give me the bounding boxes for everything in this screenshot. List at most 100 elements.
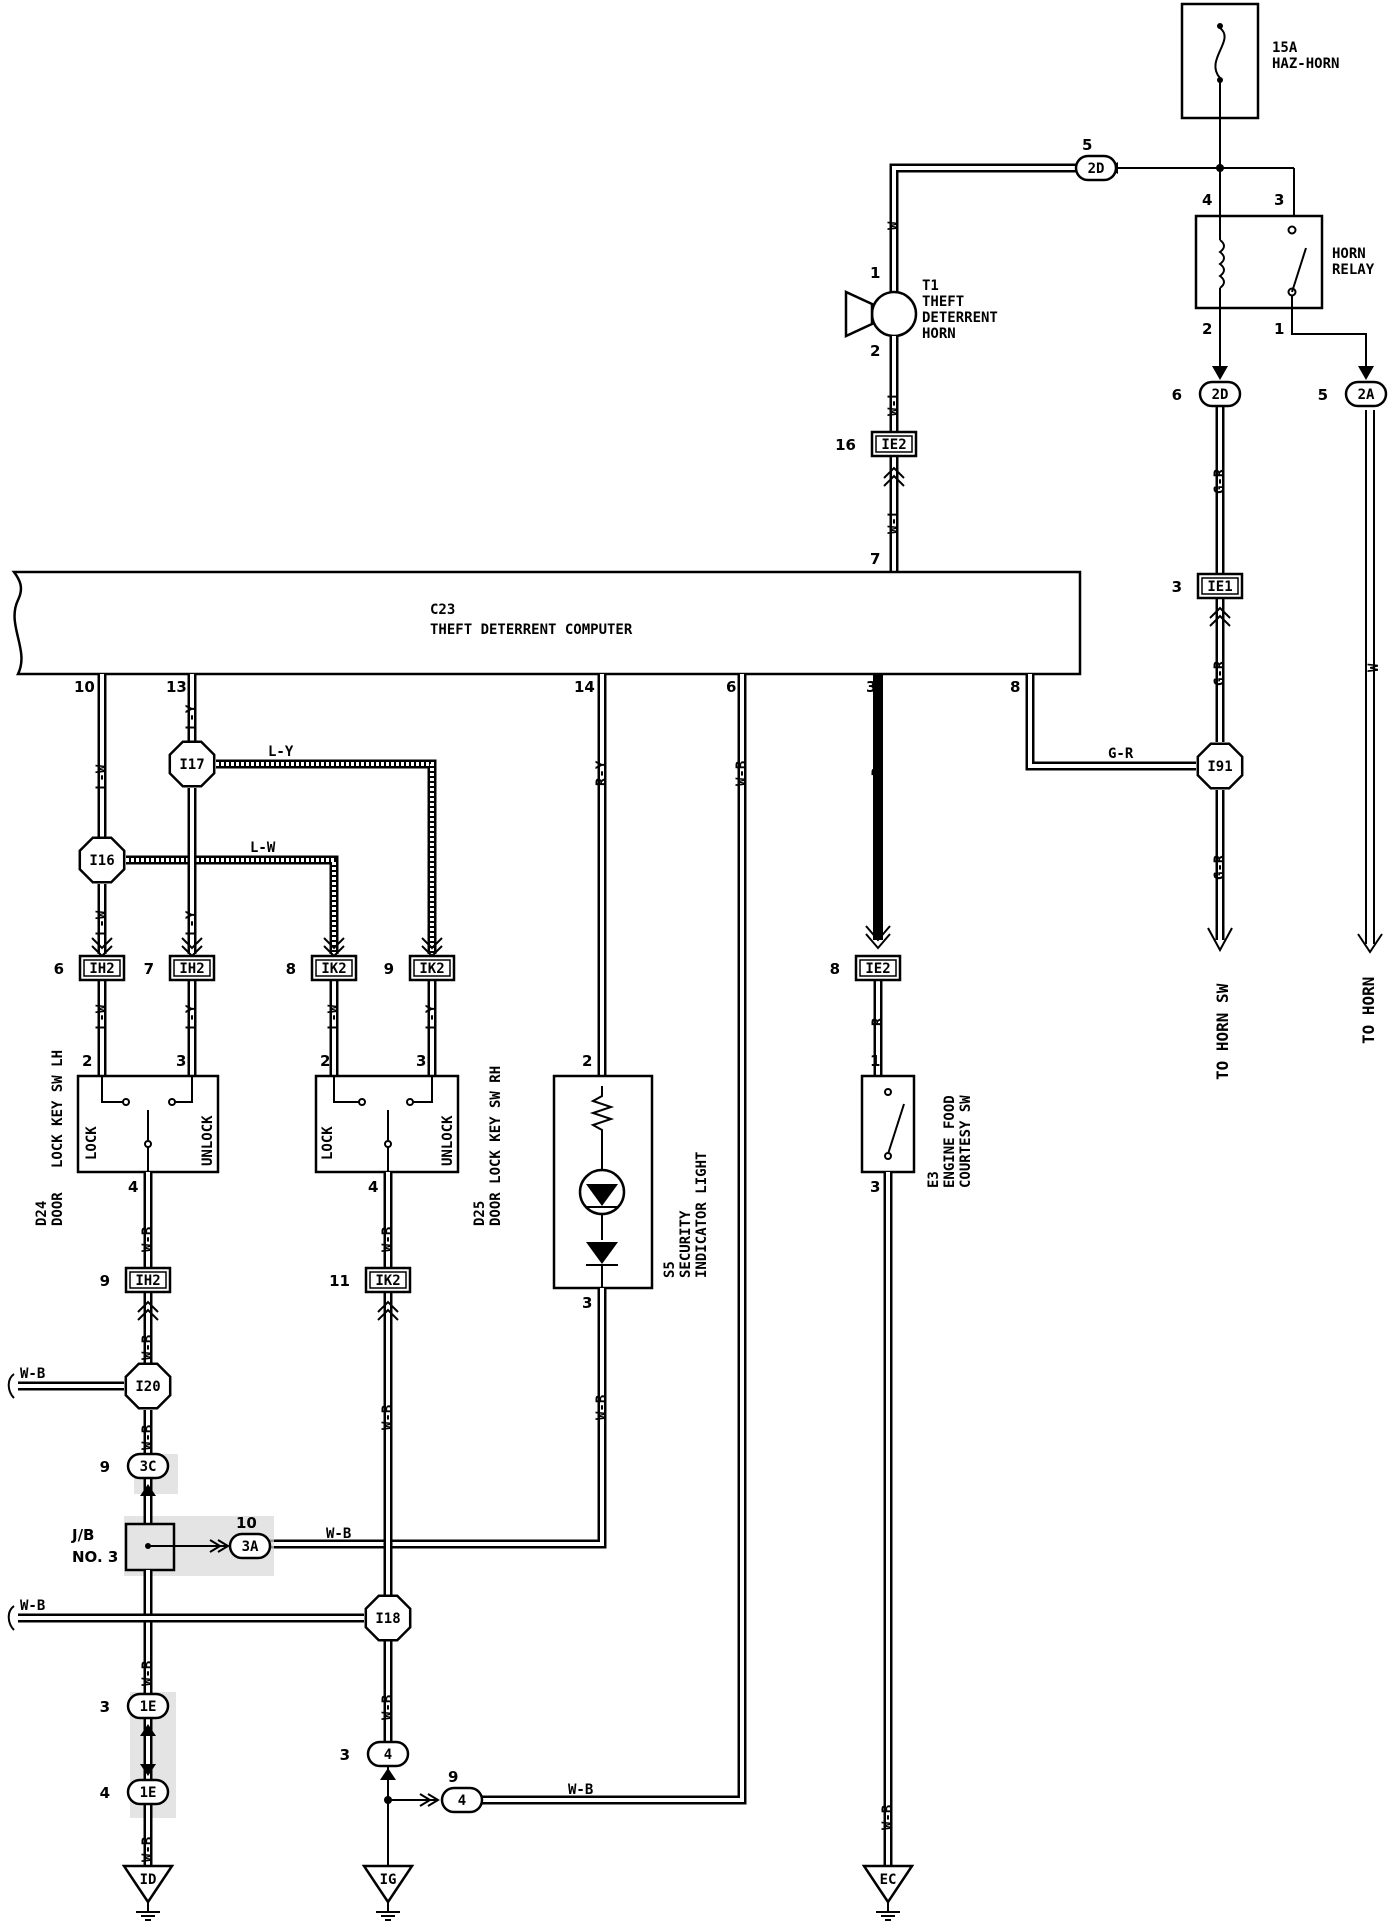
connector-ih2-9: IH2 9 xyxy=(100,1266,172,1294)
junction-label: I20 xyxy=(135,1379,160,1395)
connector-label: 2A xyxy=(1358,387,1375,403)
wire-color-label: L-W xyxy=(326,1004,342,1030)
connector-label: 2D xyxy=(1088,161,1105,177)
wire-color-label: G-R xyxy=(1212,468,1228,494)
d25-code: D25 xyxy=(472,1201,488,1226)
connector-label: 3C xyxy=(140,1459,157,1475)
junction-i20: I20 xyxy=(124,1362,172,1410)
s5-code: S5 xyxy=(662,1261,678,1278)
jb-label: NO. 3 xyxy=(72,1548,118,1566)
to-horn-switch-label: TO HORN SW xyxy=(1213,983,1232,1080)
computer-pin: 13 xyxy=(166,678,187,696)
junction-i18: I18 xyxy=(364,1594,412,1642)
theft-deterrent-horn: T1 THEFT DETERRENT HORN 1 2 xyxy=(844,264,998,360)
connector-c2d-5: 2D5 xyxy=(1074,136,1118,182)
ground-label: ID xyxy=(140,1872,157,1888)
d24-label: LOCK KEY SW LH xyxy=(50,1050,66,1168)
unlock-label: UNLOCK xyxy=(200,1115,216,1166)
computer-pin: 10 xyxy=(74,678,95,696)
connector-pin: 3 xyxy=(1172,578,1182,596)
relay-pin: 1 xyxy=(1274,320,1284,338)
connector-c1e-4: 1E 4 xyxy=(100,1778,170,1806)
s5-label: INDICATOR LIGHT xyxy=(694,1152,710,1278)
junction-label: I18 xyxy=(375,1611,400,1627)
connector-label: 1E xyxy=(140,1785,157,1801)
wire-color-label: W-B xyxy=(140,1661,156,1686)
unlock-label: UNLOCK xyxy=(440,1115,456,1166)
wire-color-label: L-Y xyxy=(184,704,200,730)
horn-relay: HORN RELAY 4 3 2 1 xyxy=(1194,191,1375,338)
wire-color-label: L-Y xyxy=(424,1004,440,1030)
hood-label: ENGINE FOOD xyxy=(942,1095,958,1188)
connector-label: 4 xyxy=(458,1793,466,1809)
computer-pin: 3 xyxy=(866,678,876,696)
wire-color-label: W-B xyxy=(20,1366,45,1382)
wire-color-label: W-B xyxy=(140,1335,156,1360)
hood-pin: 3 xyxy=(870,1178,880,1196)
ground-id: ID xyxy=(121,1864,175,1921)
lock-label: LOCK xyxy=(320,1126,336,1160)
connector-pin: 9 xyxy=(100,1272,110,1290)
d25-pin: 2 xyxy=(320,1052,330,1070)
d25-pin: 4 xyxy=(368,1178,378,1196)
connector-pin: 8 xyxy=(830,960,840,978)
connector-pin: 16 xyxy=(835,436,856,454)
wire-color-label: W-B xyxy=(380,1695,396,1720)
wire-color-label: W-B xyxy=(20,1598,45,1614)
computer-pin: 7 xyxy=(870,550,880,568)
relay-pin: 4 xyxy=(1202,191,1212,209)
connector-pin: 9 xyxy=(384,960,394,978)
ground-label: EC xyxy=(880,1872,897,1888)
wire-color-label: W-L xyxy=(886,509,902,534)
connector-pin: 8 xyxy=(286,960,296,978)
connector-pin: 7 xyxy=(144,960,154,978)
horn-pin: 2 xyxy=(870,342,880,360)
connector-label: 4 xyxy=(384,1747,392,1763)
connector-c3c-9: 3C 9 xyxy=(100,1452,170,1480)
connector-c4-9: 49 xyxy=(440,1768,484,1814)
door-lock-key-switch-rh: LOCK UNLOCK 2 3 4 D25 DOOR LOCK KEY SW R… xyxy=(314,1052,504,1226)
connector-label: IK2 xyxy=(419,961,444,977)
wire-color-label: W-B xyxy=(594,1395,610,1420)
s5-pin: 3 xyxy=(582,1294,592,1312)
connector-c2a-5: 2A 5 xyxy=(1318,380,1388,408)
connector-ie2-8: IE2 8 xyxy=(830,954,902,982)
connector-ik2-9: IK2 9 xyxy=(384,954,456,982)
computer-code: C23 xyxy=(430,602,455,618)
wire-color-label: R xyxy=(870,1017,886,1026)
horn-relay-label: HORN xyxy=(1332,246,1366,262)
connector-pin: 9 xyxy=(100,1458,110,1476)
wire-color-label: W-B xyxy=(568,1782,593,1798)
computer-pin: 6 xyxy=(726,678,736,696)
connector-pin: 10 xyxy=(236,1514,257,1532)
theft-deterrent-computer: C23 THEFT DETERRENT COMPUTER xyxy=(11,570,1082,676)
connector-pin: 9 xyxy=(448,1768,458,1786)
horn-code: T1 xyxy=(922,278,939,294)
to-horn-label: TO HORN xyxy=(1359,977,1378,1044)
d24-code: D24 xyxy=(34,1201,50,1226)
d24-pin: 4 xyxy=(128,1178,138,1196)
connector-pin: 5 xyxy=(1318,386,1328,404)
security-indicator-light: 2 3 S5 SECURITY INDICATOR LIGHT xyxy=(552,1052,710,1312)
wire-color-label: L-W xyxy=(250,840,276,856)
lock-label: LOCK xyxy=(84,1126,100,1160)
connector-label: IH2 xyxy=(135,1273,160,1289)
wire-color-label: L-W xyxy=(94,910,110,936)
connector-pin: 4 xyxy=(100,1784,110,1802)
connector-label: 1E xyxy=(140,1699,157,1715)
relay-pin: 2 xyxy=(1202,320,1212,338)
d24-pin: 2 xyxy=(82,1052,92,1070)
wire-color-label: W xyxy=(1366,663,1382,672)
connector-label: IE2 xyxy=(865,961,890,977)
computer-pin: 14 xyxy=(574,678,595,696)
hood-code: E3 xyxy=(926,1171,942,1188)
horn-label: HORN xyxy=(922,326,956,342)
wire-color-label: R xyxy=(870,767,886,776)
